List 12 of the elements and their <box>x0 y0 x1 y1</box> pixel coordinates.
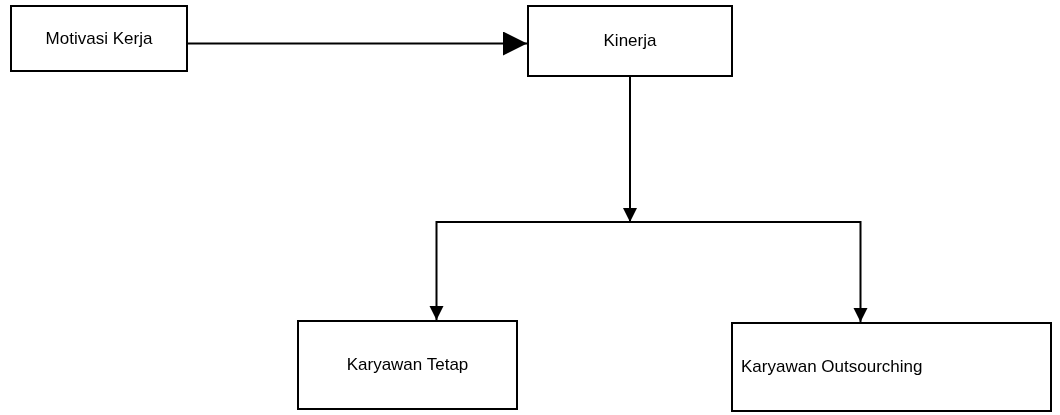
process-box <box>297 320 518 410</box>
box-label: Karyawan Outsourching <box>741 356 923 379</box>
process-box <box>527 5 733 77</box>
arrow <box>187 31 528 56</box>
process-box <box>10 5 188 72</box>
arrow <box>623 76 637 223</box>
arrow <box>629 221 868 323</box>
box-label: Motivasi Kerja <box>45 27 153 50</box>
box-label: Kinerja <box>603 30 657 53</box>
arrow <box>429 221 631 321</box>
box-label: Karyawan Tetap <box>346 354 469 377</box>
process-box <box>731 322 1052 412</box>
